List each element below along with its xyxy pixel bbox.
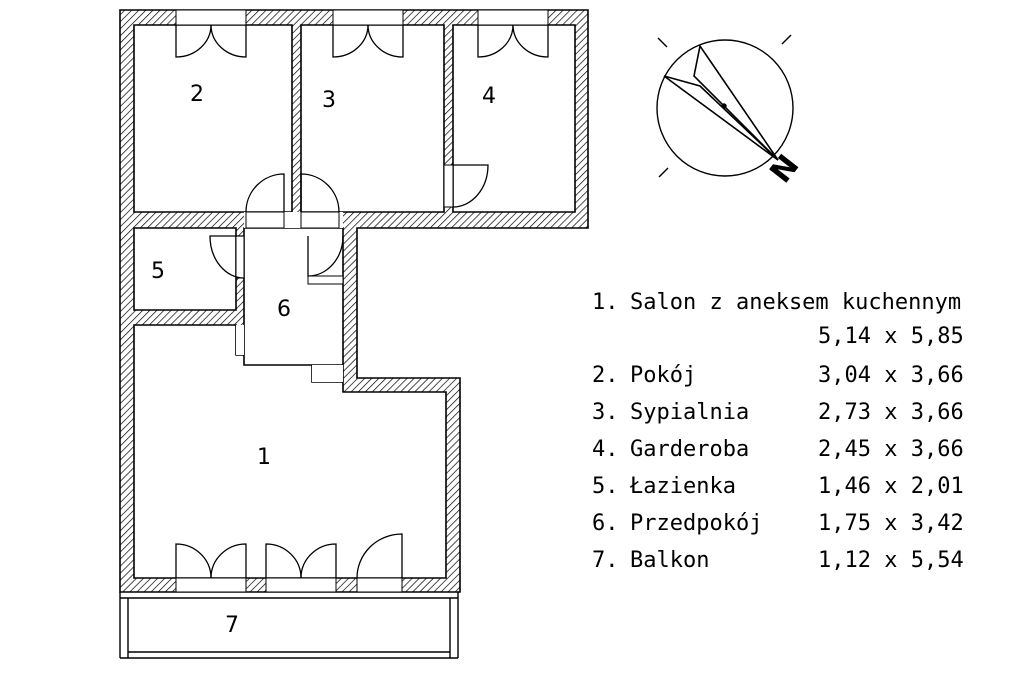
legend-row: 6. Przedpokój 1,75 x 3,42 [592,505,1012,542]
legend-room-dimensions: 1,46 x 2,01 [818,474,964,499]
legend-number: 7. [592,548,619,573]
door-swings [175,24,549,579]
legend-room-dimensions: 3,04 x 3,66 [818,363,964,388]
room-number-1: 1 [257,445,271,470]
room-number-5: 5 [151,259,165,284]
legend-number: 2. [592,363,619,388]
legend-row: 4. Garderoba 2,45 x 3,66 [592,431,1012,468]
legend-row: 3. Sypialnia 2,73 x 3,66 [592,394,1012,431]
legend-number: 1. [592,290,619,315]
legend-room-dimensions: 5,14 x 5,85 [818,324,964,349]
legend-row: 2. Pokój 3,04 x 3,66 [592,357,1012,394]
legend-number: 3. [592,400,619,425]
legend-row: 7. Balkon 1,12 x 5,54 [592,542,1012,579]
room-number-7: 7 [225,613,239,638]
room-number-6: 6 [277,297,291,322]
room-legend: 1. Salon z aneksem kuchennym 5,14 x 5,85… [592,284,1012,579]
legend-room-name: Pokój [630,363,697,388]
hall-salon-opening [236,325,244,355]
room-number-4: 4 [482,84,496,109]
legend-room-name: Garderoba [630,437,750,462]
legend-room-dimensions: 1,12 x 5,54 [818,548,964,573]
room-number-3: 3 [322,88,336,113]
room-number-2: 2 [190,82,204,107]
legend-number: 5. [592,474,619,499]
legend-room-name: Przedpokój [630,511,763,536]
legend-room-dimensions: 1,75 x 3,42 [818,511,964,536]
compass-icon [656,34,794,178]
legend-row: 5. Łazienka 1,46 x 2,01 [592,468,1012,505]
legend-row: 1. Salon z aneksem kuchennym 5,14 x 5,85 [592,284,1012,349]
balcony-outline [119,592,459,659]
hall-kitchen-opening [312,365,343,382]
legend-number: 4. [592,437,619,462]
legend-room-name: Salon z aneksem kuchennym [630,290,962,315]
legend-room-name: Sypialnia [630,400,750,425]
legend-room-name: Balkon [630,548,710,573]
legend-room-dimensions: 2,45 x 3,66 [818,437,964,462]
legend-room-dimensions: 2,73 x 3,66 [818,400,964,425]
legend-number: 6. [592,511,619,536]
legend-room-name: Łazienka [630,474,736,499]
